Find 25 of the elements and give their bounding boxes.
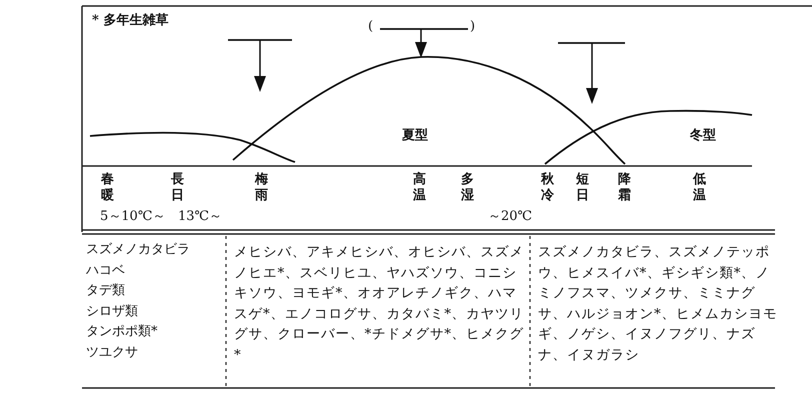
season-label: 高温: [413, 172, 427, 204]
temperature-label: 5～10℃～: [100, 209, 166, 225]
note-text: * 多年生雑草: [92, 13, 168, 29]
season-label: 低温: [693, 172, 707, 204]
temperature-label: 13℃～: [178, 209, 222, 225]
weed-name: シロザ類: [86, 304, 138, 320]
type-label: 夏型: [402, 128, 428, 144]
temperature-label: ～20℃: [488, 209, 532, 225]
weed-name: ツユクサ: [86, 344, 138, 360]
season-label: 春暖: [101, 172, 115, 204]
season-label: 長日: [171, 172, 185, 204]
season-label: 降霜: [618, 172, 632, 204]
bracket-text: ): [470, 19, 476, 35]
weed-name: ハコベ: [86, 262, 125, 278]
weed-list: スズメノカタビラ、スズメノテッポウ、ヒメスイバ*、ギシギシ類*、ノミノフスマ、ツメクサ、ミミナグサ、ハルジョオン*、ヒメムカシヨモギ、ノゲシ、イヌノフグリ、ナズナ、イヌガラシ: [538, 242, 778, 365]
weed-name: タンポポ類*: [86, 324, 158, 340]
type-label: 冬型: [690, 128, 716, 144]
season-label: 多湿: [461, 172, 475, 204]
season-label: 秋冷: [541, 172, 555, 204]
weed-list: メヒシバ、アキメヒシバ、オヒシバ、スズメノヒエ*、スベリヒユ、ヤハズソウ、コニシキソウ、ヨモギ*、オオアレチノギク、ハマスゲ*、エノコログサ、カタバミ*、カヤツリグサ、クローバー、*チドメグサ*、ヒメクグ*: [234, 242, 526, 365]
bracket-text: (: [368, 19, 374, 35]
season-label: 梅雨: [255, 172, 269, 204]
weed-name: タデ類: [86, 283, 125, 299]
weed-name: スズメノカタビラ: [86, 242, 190, 258]
season-label: 短日: [576, 172, 590, 204]
